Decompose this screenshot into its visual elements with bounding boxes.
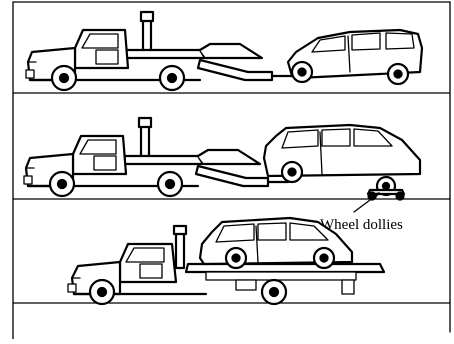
tow-truck-1 (26, 12, 292, 90)
dollies-arrow (354, 192, 380, 212)
panel-wheel-dollies: Wheel dollies (24, 118, 420, 233)
minivan-2 (264, 125, 420, 195)
tow-truck-2 (24, 118, 288, 196)
panel-wheel-lift (26, 12, 422, 90)
minivan-1 (288, 30, 422, 84)
